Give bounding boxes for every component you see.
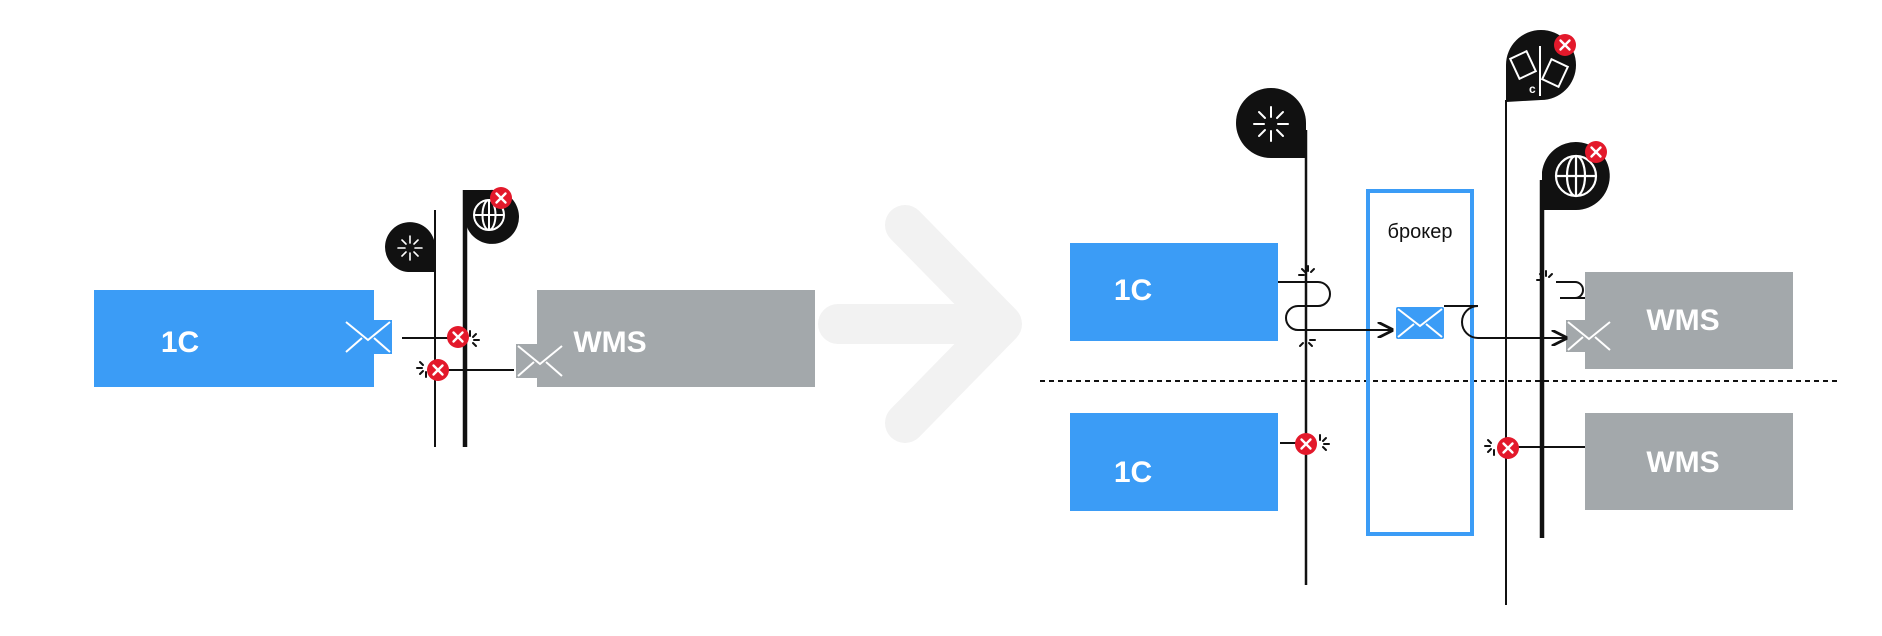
globe-icon bbox=[1542, 139, 1610, 210]
transition-arrow bbox=[818, 205, 1022, 443]
right-diagram: 1С 1С WMS WMS брокер bbox=[1040, 30, 1838, 605]
envelope-icon bbox=[1566, 320, 1612, 352]
target-system-box bbox=[1585, 272, 1793, 369]
error-icon bbox=[1495, 435, 1521, 461]
error-icon bbox=[1583, 139, 1609, 165]
source-system-box bbox=[94, 290, 374, 387]
left-diagram: 1С WMS bbox=[94, 185, 815, 447]
broker-box bbox=[1366, 189, 1474, 536]
svg-text:с: с bbox=[1529, 82, 1536, 96]
source-system-label: 1С bbox=[1114, 274, 1152, 307]
envelope-icon bbox=[344, 320, 392, 354]
error-icon bbox=[1552, 32, 1578, 58]
target-system-box bbox=[1585, 413, 1793, 510]
source-system-label: 1С bbox=[1114, 456, 1152, 489]
error-icon bbox=[1293, 431, 1319, 457]
source-system-box bbox=[1070, 413, 1278, 511]
globe-icon bbox=[465, 185, 519, 244]
error-icon bbox=[425, 357, 451, 383]
source-system-box bbox=[1070, 243, 1278, 341]
error-icon bbox=[488, 185, 514, 211]
server-loading-icon bbox=[385, 222, 435, 272]
target-system-label: WMS bbox=[1646, 446, 1719, 479]
source-system-label: 1С bbox=[161, 326, 199, 359]
envelope-icon bbox=[1396, 307, 1444, 339]
error-icon bbox=[445, 324, 471, 350]
server-loading-icon bbox=[1236, 88, 1306, 158]
target-system-box bbox=[537, 290, 815, 387]
broker-label: брокер bbox=[1388, 221, 1453, 243]
envelope-icon bbox=[516, 344, 564, 378]
target-system-label: WMS bbox=[573, 326, 646, 359]
document-sync-icon: с bbox=[1506, 30, 1578, 102]
target-system-label: WMS bbox=[1646, 304, 1719, 337]
